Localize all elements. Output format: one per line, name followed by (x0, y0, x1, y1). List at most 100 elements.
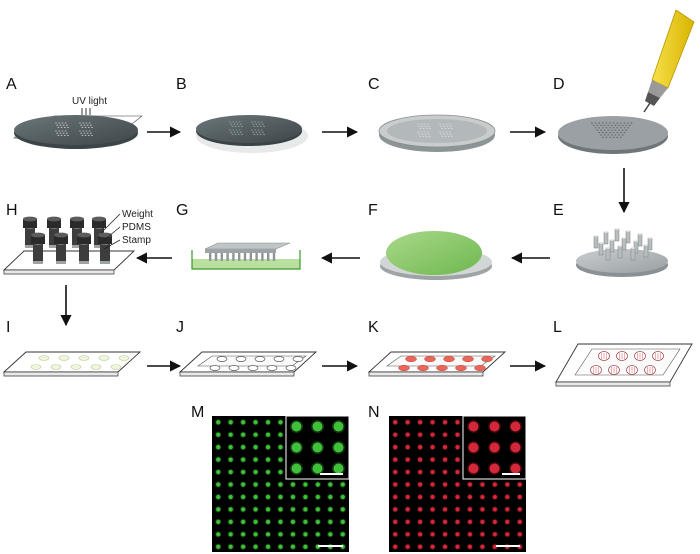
micro-dot (430, 494, 435, 500)
micro-dot (303, 494, 308, 500)
panel-c-illustration (378, 114, 496, 152)
stamp-post-9 (261, 253, 264, 261)
micro-dot (517, 519, 522, 524)
inset-dot (468, 421, 479, 432)
micro-dot (467, 519, 473, 524)
micro-dot (228, 507, 233, 512)
k-spots-spot (481, 355, 493, 363)
micro-dot (430, 420, 435, 425)
micro-dot (405, 494, 410, 500)
inset-dot (291, 463, 302, 474)
micro-dot (442, 432, 448, 437)
micro-dot (455, 519, 460, 524)
j-spots-spot (285, 365, 297, 371)
micro-dot (253, 532, 258, 537)
panel-h-illustration: Weight PDMS Stamp (2, 209, 153, 275)
micro-dot (315, 519, 320, 524)
micro-dot (405, 532, 410, 537)
micro-dot (340, 482, 345, 487)
micro-dot (241, 519, 246, 524)
k-spots-spot (398, 364, 410, 372)
inset-dot (291, 442, 302, 453)
micro-dot (241, 482, 246, 487)
panel-d-illustration (558, 9, 695, 154)
micro-dot (405, 445, 410, 450)
i-spots-spot (90, 364, 102, 370)
micro-dot (442, 420, 448, 425)
micro-dot (328, 507, 333, 512)
stamp-post-11 (272, 253, 276, 261)
micro-dot (442, 519, 448, 524)
micro-dot (492, 519, 497, 524)
micro-dot (492, 544, 497, 549)
micro-dot (505, 507, 510, 512)
panel-label-h: H (6, 202, 18, 219)
panel-label-e: E (553, 202, 564, 219)
micro-dot (492, 532, 497, 537)
micro-dot (216, 457, 221, 462)
micro-dot (228, 482, 233, 487)
micro-dot (241, 457, 246, 462)
micro-dot (216, 544, 221, 549)
i-spots-spot (118, 355, 130, 361)
pen-icon (643, 9, 695, 113)
micro-dot (393, 469, 398, 475)
micro-dot (290, 532, 296, 537)
inset-dot (489, 442, 500, 453)
micrograph-n (389, 415, 527, 552)
stamp-post-3 (226, 253, 229, 261)
micro-dot (241, 420, 246, 425)
i-spots-spot (78, 355, 90, 361)
micro-dot (442, 469, 448, 475)
micro-dot (418, 507, 423, 512)
micro-dot (290, 482, 296, 487)
micro-dot (480, 532, 485, 537)
inset-dot (333, 442, 344, 453)
j-spots-spot (216, 356, 228, 362)
micro-dot (455, 420, 460, 425)
micro-dot (480, 494, 485, 500)
i-spots-spot (70, 364, 82, 370)
panel-label-k: K (368, 319, 379, 336)
micro-dot (228, 519, 233, 524)
micro-dot (228, 544, 233, 549)
micro-dot (315, 482, 320, 487)
inset-dot (468, 442, 479, 453)
micro-dot (265, 432, 271, 437)
micro-dot (442, 445, 448, 450)
inset-dot (312, 463, 323, 474)
stamp-post-7 (249, 253, 252, 261)
panel-f-illustration (380, 231, 492, 280)
post-13 (630, 247, 636, 261)
micro-dot (455, 544, 460, 549)
inset-dot (510, 442, 521, 453)
post-3 (625, 230, 631, 244)
micro-dot (442, 494, 448, 500)
micro-dot (253, 469, 258, 475)
micro-dot (290, 507, 296, 512)
i-spots-spot (30, 364, 42, 370)
stamp-post-1 (214, 253, 218, 261)
stamp-post-2 (220, 253, 223, 261)
k-spots-spot (436, 364, 448, 372)
panel-g-illustration (191, 242, 301, 270)
micro-dot (253, 445, 258, 450)
micro-dot (228, 532, 233, 537)
j-spots-spot (254, 356, 266, 362)
micro-dot (393, 432, 398, 437)
micro-dot (265, 519, 271, 524)
k-spots-spot (424, 355, 436, 363)
i-spots-spot (58, 355, 70, 361)
micro-dot (278, 432, 283, 437)
micro-dot (517, 532, 522, 537)
micro-dot (241, 532, 246, 537)
micro-dot (290, 519, 296, 524)
micro-dot (265, 469, 271, 475)
k-spots-spot (405, 355, 417, 363)
micro-dot (418, 420, 423, 425)
micro-dot (278, 445, 283, 450)
micro-dot (278, 544, 283, 549)
inset-dot (312, 421, 323, 432)
micro-dot (393, 457, 398, 462)
micro-dot (405, 519, 410, 524)
